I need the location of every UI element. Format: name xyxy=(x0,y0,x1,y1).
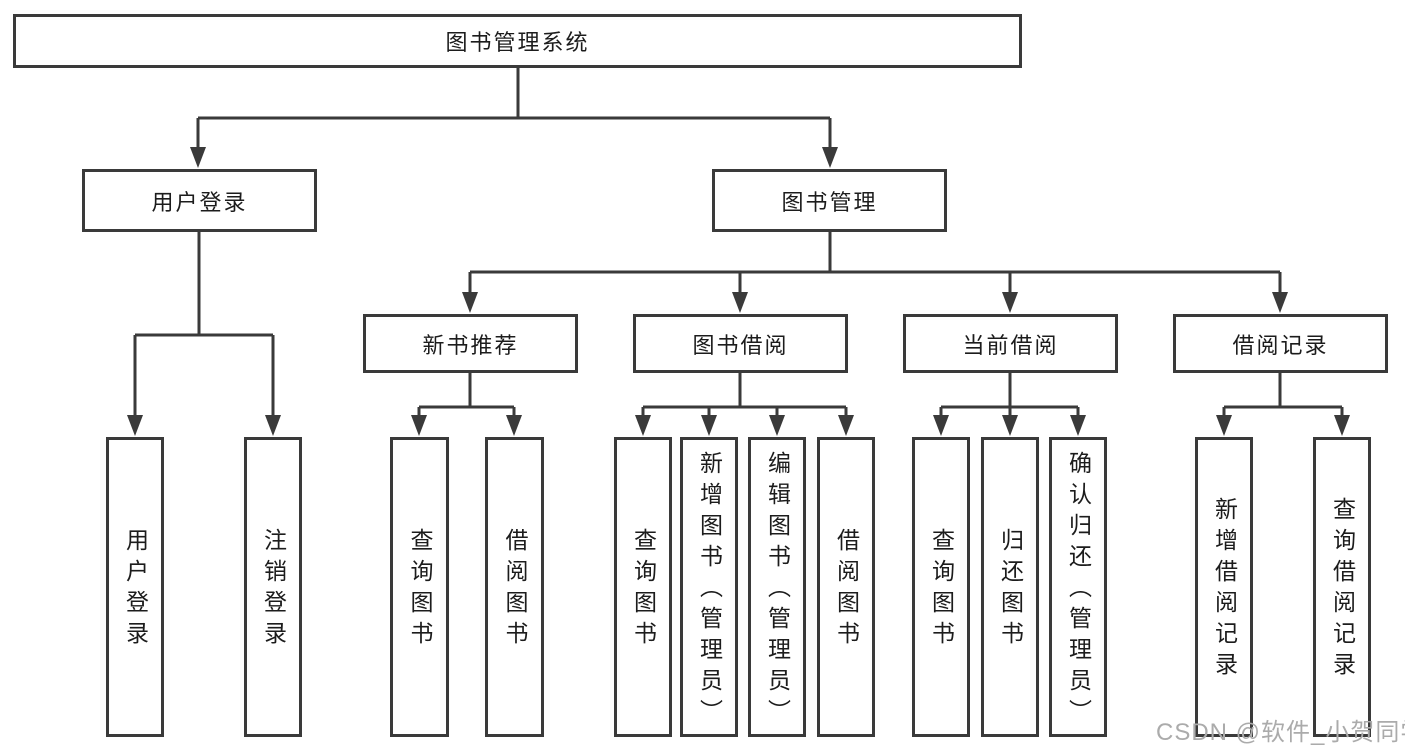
node-book-management: 图书管理 xyxy=(712,169,947,232)
node-new-book-recommend: 新书推荐 xyxy=(363,314,578,373)
leaf-add-borrow-record: 新增借阅记录 xyxy=(1195,437,1253,737)
leaf-return-books: 归还图书 xyxy=(981,437,1039,737)
node-borrow-records: 借阅记录 xyxy=(1173,314,1388,373)
leaf-borrow-books-borrow: 借阅图书 xyxy=(817,437,875,737)
csdn-watermark: CSDN @软件_小贺同学 xyxy=(1156,719,1405,746)
leaf-query-books-recommend: 查询图书 xyxy=(390,437,449,737)
node-root: 图书管理系统 xyxy=(13,14,1022,68)
node-book-borrow: 图书借阅 xyxy=(633,314,848,373)
leaf-add-book-admin: 新增图书（管理员） xyxy=(680,437,738,737)
leaf-logout: 注销登录 xyxy=(244,437,302,737)
node-user-login: 用户登录 xyxy=(82,169,317,232)
leaf-query-books-borrow: 查询图书 xyxy=(614,437,672,737)
leaf-query-books-current: 查询图书 xyxy=(912,437,970,737)
leaf-confirm-return-admin: 确认归还（管理员） xyxy=(1049,437,1107,737)
leaf-query-borrow-record: 查询借阅记录 xyxy=(1313,437,1371,737)
leaf-user-login: 用户登录 xyxy=(106,437,164,737)
leaf-borrow-books-recommend: 借阅图书 xyxy=(485,437,544,737)
leaf-edit-book-admin: 编辑图书（管理员） xyxy=(748,437,806,737)
node-current-borrow: 当前借阅 xyxy=(903,314,1118,373)
